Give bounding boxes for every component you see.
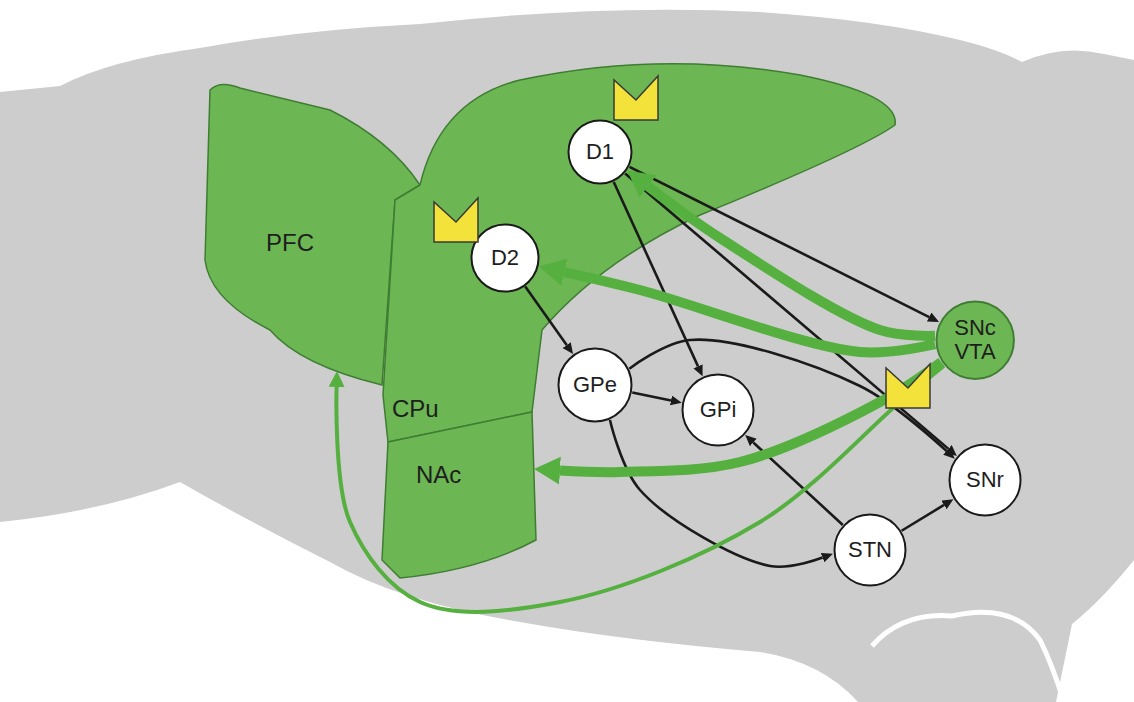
nucleus-label-box: SNr [966, 468, 1004, 492]
nucleus-circle: D2 [470, 223, 540, 293]
snc-receptor-symbol [886, 364, 930, 408]
nucleus-label: GPi [700, 398, 737, 422]
nucleus-outline [683, 375, 754, 446]
brain-region: NAc [378, 405, 542, 585]
nucleus-label: GPe [573, 373, 617, 397]
region-shape [378, 405, 542, 585]
nucleus-label-box: GPi [700, 398, 737, 422]
nucleus-outline [569, 121, 632, 184]
nucleus-label-box: STN [848, 538, 892, 562]
nucleus-circle: GPe [557, 347, 633, 423]
nucleus-label: SNc VTA [949, 316, 1001, 364]
nucleus-circle: D1 [567, 119, 633, 185]
brain-fold-line [872, 612, 1064, 702]
nucleus-outline [559, 349, 632, 422]
region-label: CPu [392, 396, 439, 422]
projection-line [629, 340, 946, 451]
nucleus-outline [936, 301, 1013, 378]
nucleus-circle: SNr [948, 443, 1022, 517]
region-outline [382, 412, 536, 578]
projection-line [632, 393, 671, 401]
region-label: NAc [416, 462, 461, 488]
dopamine-arrow [564, 272, 935, 352]
nucleus-label-box: GPe [573, 373, 617, 397]
nucleus-label: D1 [586, 140, 614, 164]
dopamine-arrow [336, 366, 944, 612]
nucleus-label: SNr [966, 468, 1004, 492]
brain-outline [0, 10, 1134, 702]
nucleus-outline [472, 225, 539, 292]
nucleus-label-box: D1 [586, 140, 614, 164]
nucleus-circle: GPi [681, 373, 755, 447]
nucleus-outline [950, 445, 1021, 516]
nucleus-label: STN [848, 538, 892, 562]
nucleus-outline [835, 515, 906, 586]
region-label: PFC [266, 230, 314, 256]
nucleus-label: D2 [491, 246, 519, 270]
nucleus-label-box: SNc VTA [949, 316, 1001, 364]
region-outline [383, 64, 895, 442]
projection-line [902, 505, 944, 531]
nucleus-circle: SNc VTA [935, 300, 1015, 380]
nucleus-circle: STN [833, 513, 907, 587]
projection-line [630, 167, 930, 317]
nucleus-label-box: D2 [491, 246, 519, 270]
